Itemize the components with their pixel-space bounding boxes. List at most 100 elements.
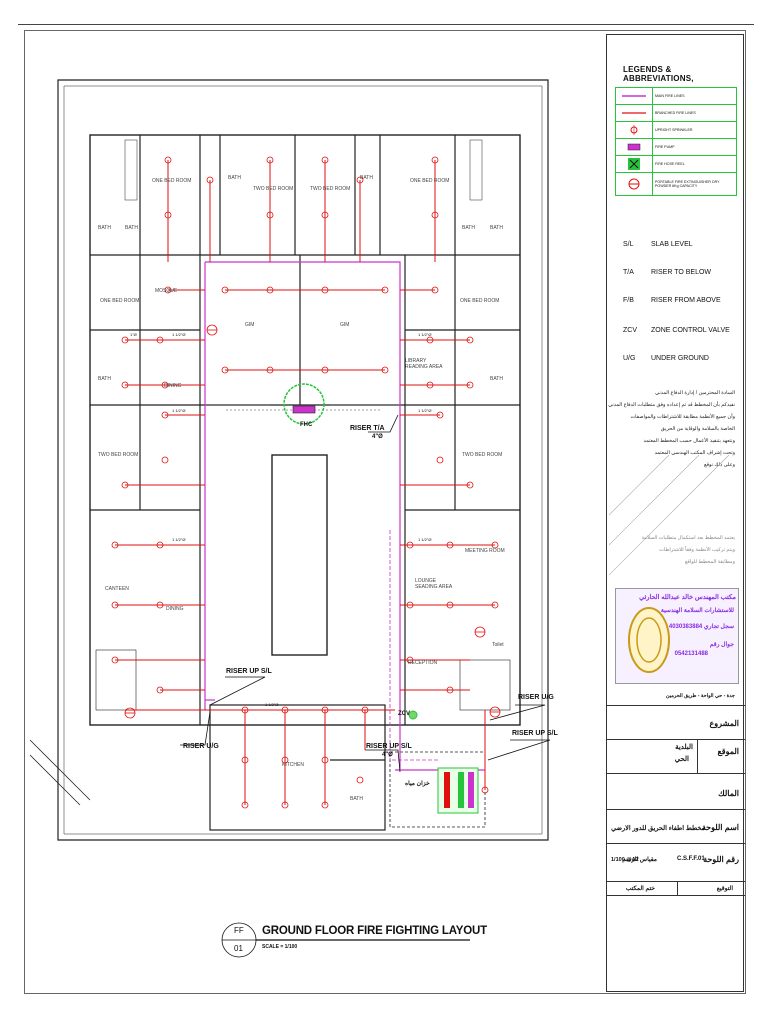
room-label: BATH xyxy=(360,175,373,181)
sheet-top-line xyxy=(18,24,754,25)
legend-row: MAIN FIRE LINES xyxy=(615,87,737,105)
fire-pump-icon xyxy=(437,767,479,814)
location-line: جدة - حي الواحة - طريق الحرمين xyxy=(665,693,735,699)
office-name: مكتب المهندس خالد عبدالله الحارثي xyxy=(639,594,736,601)
room-label: LIBRARY READING AREA xyxy=(405,358,443,370)
room-label: TWO BED ROOM xyxy=(98,452,139,458)
cell-divider xyxy=(677,881,678,895)
note-line: نفيدكم بأن المخطط قد تم إعداده وفق متطلب… xyxy=(608,402,735,408)
legend-row: FIRE PUMP xyxy=(615,138,737,156)
annotation-pipe-size: 1 1/2"Ø xyxy=(265,702,279,707)
municipality-label: البلدية xyxy=(675,744,693,751)
sheet-border xyxy=(24,30,746,994)
room-label: LOUNGE SEADING AREA xyxy=(415,578,453,590)
room-label: TWO BED ROOM xyxy=(310,186,351,192)
annotation-riser-ta-size: 4"Ø xyxy=(372,434,383,440)
room-label: BATH xyxy=(98,225,111,231)
sheet-name: مخطط اطفاء الحريق للدور الارضي xyxy=(611,825,705,832)
hatch-area xyxy=(609,455,730,575)
room-label: ONE BED ROOM xyxy=(100,298,140,304)
annotation-riser-ug: RISER U/G xyxy=(183,743,219,750)
legend-row: PORTABLE FIRE EXTINGUISHER DRY POWDER 6K… xyxy=(615,172,737,196)
title-row-divider xyxy=(607,881,745,882)
annotation-riser-up: RISER UP S/L xyxy=(366,743,412,750)
cell-divider xyxy=(697,739,698,773)
sheet-no-label: رقم اللوحة xyxy=(703,855,739,864)
sprinkler-icon xyxy=(111,156,499,809)
room-label: DINING xyxy=(164,383,182,389)
district-label: الحي xyxy=(674,756,689,763)
annotation-pipe-size: 1 1/2"Ø xyxy=(418,537,432,542)
annotation-pipe-size: 1 1/2"Ø xyxy=(418,408,432,413)
sprinkler-icon xyxy=(630,124,638,135)
room-label: ONE BED ROOM xyxy=(152,178,192,184)
title-row-divider xyxy=(607,773,745,774)
drawing-title: GROUND FLOOR FIRE FIGHTING LAYOUT xyxy=(262,925,487,937)
room-label: TWO BED ROOM xyxy=(253,186,294,192)
room-label: RECEPTION xyxy=(408,660,438,666)
sheet-name-label: اسم اللوحة xyxy=(701,823,739,832)
note-line: ونتعهد بتنفيذ الأعمال حسب المخطط المعتمد xyxy=(643,438,735,444)
annotation-riser-up-size: 4"Ø xyxy=(382,752,393,758)
main-fire-lines xyxy=(204,261,485,771)
office-mobile: 0542131488 xyxy=(674,651,708,657)
annotation-riser-ug: RISER U/G xyxy=(518,694,554,701)
hose-reel-icon xyxy=(628,157,640,170)
room-label: MEETING ROOM xyxy=(465,548,505,554)
room-label: GIM xyxy=(340,322,350,328)
title-row-divider xyxy=(607,843,745,844)
fire-pump-icon xyxy=(627,143,641,150)
stamp-note: يعتمد المخطط بعد استكمال متطلبات السلامة xyxy=(641,535,735,541)
room-label: BATH xyxy=(98,376,111,382)
zcv-icon xyxy=(408,710,418,720)
signature-label: التوقيع xyxy=(716,886,733,892)
site-label: الموقع xyxy=(717,747,740,756)
title-block: LEGENDS & ABBREVIATIONS, MAIN FIRE LINES… xyxy=(606,34,745,992)
hose-reel-icon xyxy=(283,383,325,425)
annotation-pipe-size: 1 1/2"Ø xyxy=(418,332,432,337)
room-label: BATH xyxy=(462,225,475,231)
annotation-zcv: ZCV xyxy=(398,711,410,717)
owner-label: المالك xyxy=(718,789,739,798)
annotation-pipe-size: 1 1/2"Ø xyxy=(172,537,186,542)
extinguisher-icon xyxy=(124,324,501,719)
annotation-pipe-size: 1 1/2"Ø xyxy=(172,332,186,337)
room-label: CANTEEN xyxy=(105,586,129,592)
annotation-riser-up: RISER UP S/L xyxy=(226,668,272,675)
walls xyxy=(29,79,549,841)
room-label: BATH xyxy=(490,376,503,382)
branch-line-icon xyxy=(622,111,646,114)
annotation-fhc: FHC xyxy=(300,422,313,428)
note-line: وعلى ذلك نوقع xyxy=(704,462,735,468)
room-label: TWO BED ROOM xyxy=(462,452,503,458)
room-label: BATH xyxy=(350,796,363,802)
project-label: المشروع xyxy=(709,719,739,728)
main-line-icon xyxy=(622,94,646,97)
note-line: السادة المحترمين / إدارة الدفاع المدني xyxy=(655,390,735,396)
note-line: الخاصة بالسلامة والوقاية من الحريق xyxy=(660,426,735,432)
floor-plan xyxy=(29,79,551,958)
legend-row: FIRE HOSE REEL xyxy=(615,155,737,173)
scale-label: مقياس الرسم xyxy=(622,857,657,863)
room-label: ONE BED ROOM xyxy=(410,178,450,184)
room-label: Toilet xyxy=(492,642,504,648)
room-label: BATH xyxy=(490,225,503,231)
title-row-divider xyxy=(607,705,745,706)
title-bubble xyxy=(221,922,470,958)
stamp-note: ومطابقة المخطط للواقع xyxy=(684,559,735,565)
annotation-pipe-size: 1 1/2"Ø xyxy=(172,408,186,413)
sheet-no: C.S.F.F.01 xyxy=(677,856,705,862)
room-label: BATH xyxy=(125,225,138,231)
room-label: BATH xyxy=(228,175,241,181)
legend-row: UPRIGHT SPRINKLER xyxy=(615,121,737,139)
stamp-label: ختم المكتب xyxy=(625,886,655,892)
room-label: ONE BED ROOM xyxy=(460,298,500,304)
sheet-number: 01 xyxy=(234,944,243,953)
extinguisher-icon xyxy=(628,178,640,189)
annotation-pipe-size: 1"Ø xyxy=(130,332,137,337)
room-label: DINING xyxy=(166,606,184,612)
